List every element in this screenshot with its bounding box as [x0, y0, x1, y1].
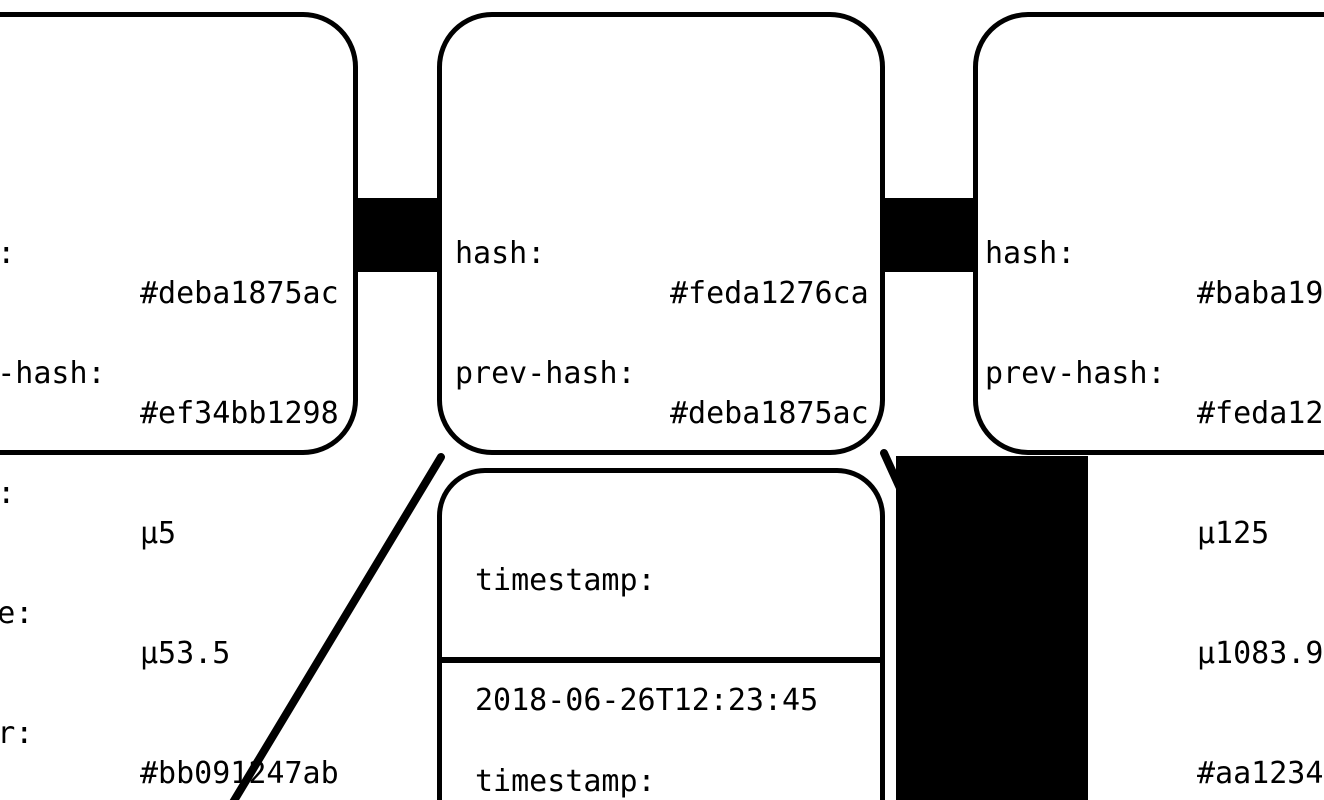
transaction-1: timestamp: 2018-06-26T12:23:45 value:µ23… [475, 481, 818, 800]
field-label: value: [985, 596, 1094, 631]
field-row-miner: miner: #aa1234 [985, 674, 1324, 791]
field-value: #baba19 [1197, 276, 1324, 311]
field-row-miner: miner: #bb091247ab [0, 674, 355, 791]
transaction-timestamp: 2018-06-26T12:23:45 [475, 683, 819, 718]
field-row-hash: hash: #baba19 [985, 194, 1324, 311]
field-label: hash: [455, 236, 546, 271]
field-row-prev-hash: prev-hash: #feda12 [985, 314, 1324, 431]
field-label: prev-hash: [0, 356, 106, 391]
field-row-value: value: µ1083.9 [985, 554, 1324, 671]
black-panel [896, 456, 1088, 800]
field-label: hash: [985, 236, 1076, 271]
transaction-2: timestamp: 2018-06-26T12:24:05 value:µ52 [475, 682, 818, 800]
field-row-fees: fees: µ5 [0, 434, 355, 551]
field-value: #bb091247ab [140, 756, 339, 791]
transaction-timestamp-label: timestamp: [475, 563, 656, 598]
chain-link-connector-2 [883, 198, 975, 272]
block-2 [437, 12, 885, 455]
block-1 [0, 12, 358, 455]
field-value: µ5 [140, 516, 177, 551]
block-3-fields: hash: #baba19 prev-hash: #feda12 fees: µ… [985, 114, 1324, 794]
field-value: #feda12 [1197, 396, 1324, 431]
field-value: µ125 [1197, 516, 1270, 551]
field-label: prev-hash: [455, 356, 636, 391]
field-value: µ1083.9 [1197, 636, 1324, 671]
transactions-panel [437, 468, 885, 800]
field-row-fees: fees: µ125 [985, 434, 1324, 551]
field-label: miner: [985, 716, 1094, 751]
block-1-fields: hash: #deba1875ac prev-hash: #ef34bb1298… [0, 114, 355, 794]
field-row-hash: hash: #feda1276ca [455, 194, 885, 311]
field-value: #ef34bb1298 [140, 396, 339, 431]
field-value: µ53.5 [140, 636, 231, 671]
field-row-value: value: µ53.5 [0, 554, 355, 671]
chain-link-connector-1 [356, 198, 442, 272]
block-3 [973, 12, 1324, 455]
field-value: #feda1276ca [670, 276, 869, 311]
field-row-hash: hash: #deba1875ac [0, 194, 355, 311]
field-label: miner: [0, 716, 34, 751]
field-label: hash: [0, 234, 15, 274]
field-value: #deba1875ac [670, 396, 869, 431]
transaction-timestamp-label: timestamp: [475, 764, 656, 799]
field-row-prev-hash: prev-hash: #deba1875ac [455, 314, 885, 431]
field-label: fees: [0, 474, 15, 514]
field-label: value: [0, 596, 34, 631]
field-label: prev-hash: [985, 356, 1166, 391]
field-value: #aa1234 [1197, 756, 1324, 791]
field-label: fees: [985, 476, 1076, 511]
callout-line-left [229, 453, 445, 800]
field-value: #deba1875ac [140, 276, 339, 311]
field-row-prev-hash: prev-hash: #ef34bb1298 [0, 314, 355, 431]
transactions-divider [437, 657, 885, 663]
